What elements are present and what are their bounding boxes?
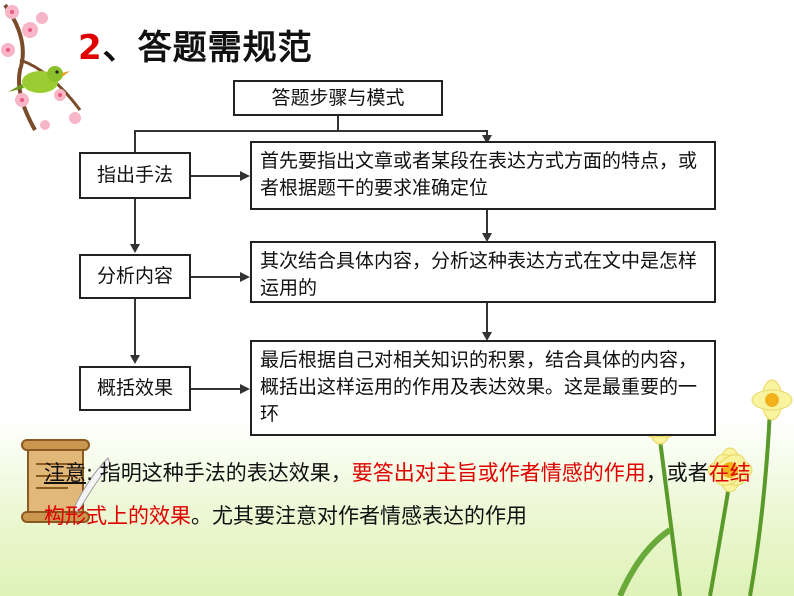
step-desc: 其次结合具体内容，分析这种表达方式在文中是怎样运用的 — [260, 250, 698, 299]
note-paragraph: 注意: 指明这种手法的表达效果，要答出对主旨或作者情感的作用，或者在结构形式上的… — [44, 452, 764, 538]
arrow-down — [482, 332, 492, 341]
flow-top-box: 答题步骤与模式 — [233, 80, 443, 116]
step-label: 指出手法 — [96, 164, 173, 186]
step-label: 分析内容 — [96, 265, 173, 287]
scroll-quill-icon — [21, 439, 111, 523]
blossom-bird-illustration — [1, 3, 82, 131]
step-label-box: 指出手法 — [79, 152, 191, 199]
connector-line — [191, 388, 240, 390]
connector-line — [486, 210, 488, 234]
note-label: 注意 — [44, 461, 86, 485]
arrow-down — [482, 135, 492, 144]
step-desc: 最后根据自己对相关知识的积累，结合具体的内容，概括出这样运用的作用及表达效果。这… — [260, 349, 698, 425]
arrow-down — [130, 244, 140, 253]
note-highlight: 在结构形式上的效果 — [44, 461, 751, 528]
note-highlight: 要答出对主旨或作者情感的作用 — [351, 461, 646, 485]
connector-line — [134, 130, 136, 152]
connector-line — [486, 130, 488, 135]
note-text: 。尤其要注意对作者情感表达的作用 — [191, 504, 527, 528]
connector-line — [134, 130, 488, 132]
note-text: 指明这种手法的表达效果， — [93, 461, 352, 485]
note-colon: : — [86, 461, 94, 485]
connector-line — [191, 175, 240, 177]
step-desc-box: 其次结合具体内容，分析这种表达方式在文中是怎样运用的 — [250, 241, 716, 303]
arrow-down — [482, 233, 492, 242]
step-label: 概括效果 — [96, 377, 173, 399]
arrow-right — [240, 384, 250, 394]
arrow-down — [130, 355, 140, 364]
arrow-right — [240, 171, 250, 181]
step-label-box: 分析内容 — [79, 254, 191, 299]
flow-top-label: 答题步骤与模式 — [271, 86, 405, 109]
connector-line — [134, 199, 136, 244]
title-number: 2 — [78, 28, 103, 68]
step-desc-box: 首先要指出文章或者某段在表达方式方面的特点，或者根据题干的要求准确定位 — [250, 141, 716, 210]
step-desc-box: 最后根据自己对相关知识的积累，结合具体的内容，概括出这样运用的作用及表达效果。这… — [250, 340, 716, 436]
connector-line — [134, 299, 136, 355]
step-label-box: 概括效果 — [79, 366, 191, 411]
connector-line — [337, 114, 339, 130]
note-text: ，或者 — [645, 461, 709, 485]
connector-line — [191, 276, 240, 278]
page-title: 2、答题需规范 — [78, 20, 313, 69]
connector-line — [486, 303, 488, 332]
arrow-right — [240, 272, 250, 282]
step-desc: 首先要指出文章或者某段在表达方式方面的特点，或者根据题干的要求准确定位 — [260, 150, 698, 199]
title-text: 、答题需规范 — [102, 28, 313, 68]
